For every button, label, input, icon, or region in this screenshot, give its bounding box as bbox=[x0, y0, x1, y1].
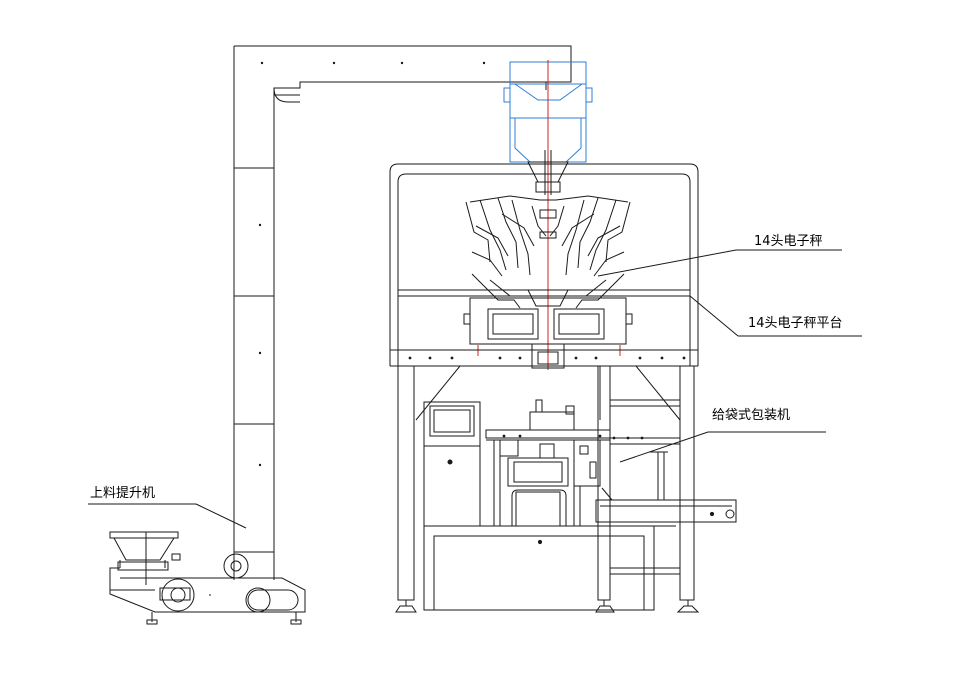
leader-lines bbox=[88, 249, 862, 529]
label-packing-machine: 给袋式包装机 bbox=[712, 408, 791, 423]
label-weigher: 14头电子秤 bbox=[754, 234, 823, 249]
feed-elevator bbox=[109, 45, 572, 625]
label-weigher-platform: 14头电子秤平台 bbox=[748, 316, 843, 331]
multihead-weigher bbox=[463, 150, 633, 369]
weigher-platform bbox=[389, 163, 700, 613]
label-feed-elevator: 上料提升机 bbox=[90, 486, 156, 501]
pouch-packing-machine bbox=[423, 399, 737, 611]
